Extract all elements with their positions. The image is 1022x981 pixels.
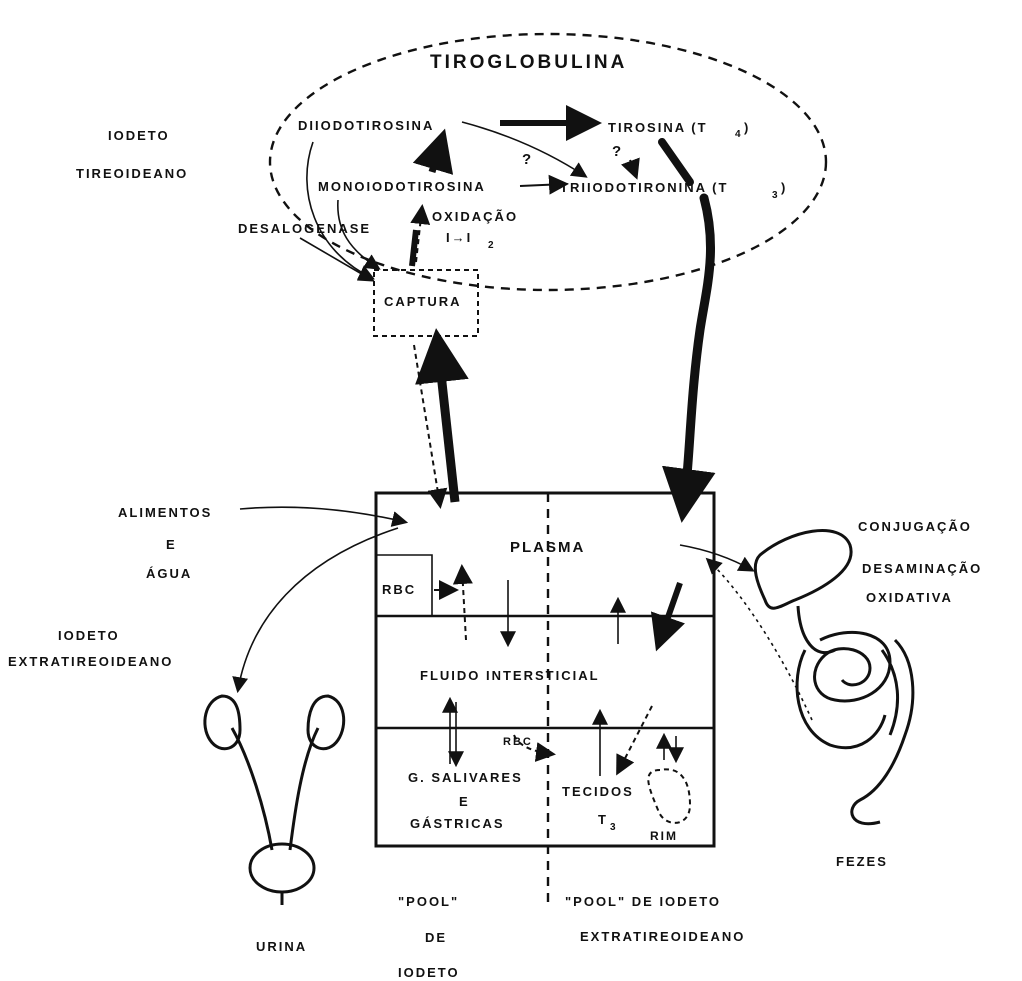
label-e: E <box>166 537 177 552</box>
arrow-plasma-to-fluid-heavy <box>660 583 680 640</box>
arrow-mono-to-diiodo <box>432 142 441 172</box>
arrow-captura-to-mono <box>412 230 416 266</box>
urinary-tract-icon <box>205 696 344 905</box>
label-oxidacao: OXIDAÇÃO <box>432 209 518 224</box>
arrow-tirosina-to-t3 <box>662 142 690 182</box>
label-iodeto-tireoideano-2: TIREOIDEANO <box>76 166 188 181</box>
label-iodeto-extra-2: EXTRATIREOIDEANO <box>8 654 173 669</box>
label-t4-close: ) <box>744 120 750 135</box>
arrow-plasma-to-kidney <box>238 528 398 690</box>
arrow-fluid-to-plasma-hollow <box>462 568 466 640</box>
label-captura: CAPTURA <box>384 294 462 309</box>
label-triiodotironina: TRIIODOTIRONINA (T <box>560 180 728 195</box>
label-fluido-intersticial: FLUIDO INTERSTICIAL <box>420 668 600 683</box>
label-i2-sub: 2 <box>488 240 494 251</box>
label-g-salivares: G. SALIVARES <box>408 770 523 785</box>
label-fezes: FEZES <box>836 854 888 869</box>
label-t3-sub: 3 <box>772 190 778 201</box>
label-urina: URINA <box>256 939 307 954</box>
label-pool-extra-2: EXTRATIREOIDEANO <box>580 929 745 944</box>
label-conjugacao: CONJUGAÇÃO <box>858 519 972 534</box>
label-i-to-i2: I→I <box>446 230 472 245</box>
label-desalogenase: DESALOGENASE <box>238 221 371 236</box>
label-t4-sub: 4 <box>735 129 741 140</box>
label-pool-3: IODETO <box>398 965 460 980</box>
arrow-alimentos-to-plasma <box>240 507 405 522</box>
arrow-tecidos-hollow <box>618 706 652 772</box>
label-t3-tecidos-sub: 3 <box>610 822 616 833</box>
question-mark-2: ? <box>612 143 623 160</box>
label-rbc: RBC <box>382 582 416 597</box>
label-agua: ÁGUA <box>146 566 192 581</box>
title-tiroglobulina: TIROGLOBULINA <box>430 52 627 73</box>
label-e-2: E <box>459 794 470 809</box>
label-desaminacao: DESAMINAÇÃO <box>862 561 982 576</box>
label-t3-tecidos: T <box>598 812 608 827</box>
label-gastricas: GÁSTRICAS <box>410 816 505 831</box>
label-pool-2: DE <box>425 930 447 945</box>
label-monoiodotirosina: MONOIODOTIROSINA <box>318 179 486 194</box>
label-plasma: PLASMA <box>510 539 585 556</box>
label-tirosina-t4: TIROSINA (T <box>608 120 708 135</box>
arrow-mono-to-triiodo <box>520 184 565 186</box>
question-mark-1: ? <box>522 151 533 168</box>
label-pool-extra-1: "POOL" DE IODETO <box>565 894 721 909</box>
label-t3-close: ) <box>781 180 787 195</box>
label-diiodotirosina: DIIODOTIROSINA <box>298 118 434 133</box>
arrow-q-to-triiodo <box>630 160 636 176</box>
label-tecidos: TECIDOS <box>562 784 634 799</box>
label-rim: RIM <box>650 829 678 843</box>
rim-icon <box>648 769 690 823</box>
arrow-plasma-to-captura <box>438 346 455 502</box>
label-alimentos: ALIMENTOS <box>118 505 212 520</box>
label-oxidativa: OXIDATIVA <box>866 590 953 605</box>
label-pool-1: "POOL" <box>398 894 459 909</box>
label-rbc-2: RBC <box>503 736 533 748</box>
label-iodeto-tireoideano-1: IODETO <box>108 128 170 143</box>
hormone-release-curve <box>684 198 711 505</box>
arrow-plasma-to-liver <box>680 545 752 570</box>
label-iodeto-extra-1: IODETO <box>58 628 120 643</box>
